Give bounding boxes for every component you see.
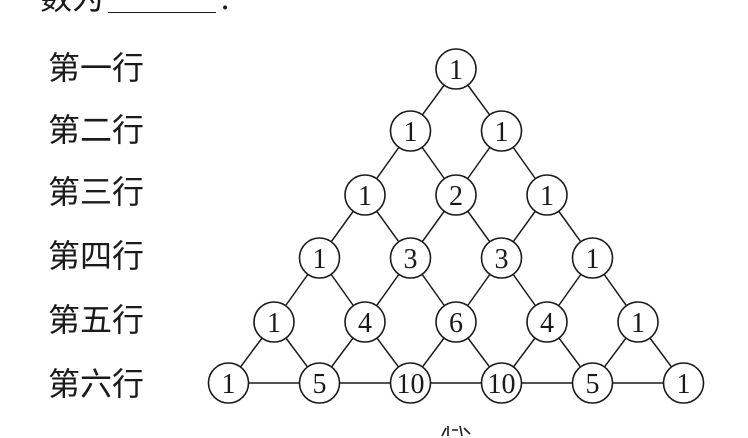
row-label-1: 第一行 xyxy=(48,49,145,87)
node-value: 10 xyxy=(488,369,516,400)
question-fragment: 数为. xyxy=(40,0,230,18)
node-circle xyxy=(526,174,568,216)
node-value: 3 xyxy=(404,244,418,275)
row-label-3: 第三行 xyxy=(48,173,145,211)
node-circle xyxy=(435,301,477,343)
node-r2-2: 1 xyxy=(480,110,523,152)
node-r5-4: 4 xyxy=(526,301,568,343)
node-r4-1: 1 xyxy=(298,237,341,279)
node-circle xyxy=(526,301,568,343)
node-r4-3: 3 xyxy=(480,237,523,279)
node-r5-2: 4 xyxy=(344,301,386,343)
node-value: 1 xyxy=(267,308,281,339)
node-r5-5: 1 xyxy=(617,301,659,343)
node-r3-2: 2 xyxy=(435,174,477,216)
node-r6-1: 1 xyxy=(207,362,250,404)
page-cutoff-mark xyxy=(436,422,476,438)
node-value: 1 xyxy=(358,181,372,212)
node-r3-3: 1 xyxy=(526,174,568,216)
row-label-6: 第六行 xyxy=(48,365,145,403)
node-r6-6: 1 xyxy=(662,362,705,404)
node-value: 3 xyxy=(495,244,509,275)
node-circle xyxy=(617,301,659,343)
node-value: 10 xyxy=(397,369,425,400)
node-r5-3: 6 xyxy=(435,301,477,343)
node-value: 4 xyxy=(358,308,372,339)
node-value: 1 xyxy=(631,308,645,339)
node-circle xyxy=(344,301,386,343)
node-circle xyxy=(389,110,432,152)
node-r4-4: 1 xyxy=(571,237,614,279)
row-label-4: 第四行 xyxy=(48,237,145,275)
answer-blank xyxy=(108,0,217,13)
node-r4-2: 3 xyxy=(389,237,432,279)
node-r2-1: 1 xyxy=(389,110,432,152)
node-r6-5: 5 xyxy=(571,362,614,404)
node-value: 6 xyxy=(449,308,463,339)
node-value: 1 xyxy=(404,117,418,148)
node-circle xyxy=(207,362,250,404)
node-circle xyxy=(480,362,523,404)
node-circle xyxy=(389,237,432,279)
node-circle xyxy=(435,48,477,90)
question-prefix: 数为 xyxy=(40,0,104,17)
node-value: 1 xyxy=(222,369,236,400)
node-circle xyxy=(571,362,614,404)
node-circle xyxy=(480,110,523,152)
node-value: 2 xyxy=(449,181,463,212)
question-suffix: . xyxy=(220,0,230,17)
node-value: 1 xyxy=(449,55,463,86)
node-circle xyxy=(298,362,341,404)
node-value: 1 xyxy=(677,369,691,400)
node-r1-1: 1 xyxy=(435,48,477,90)
node-circle xyxy=(571,237,614,279)
node-circle xyxy=(662,362,705,404)
node-circle xyxy=(344,174,386,216)
node-value: 1 xyxy=(313,244,327,275)
node-r6-4: 10 xyxy=(480,362,523,404)
row-label-2: 第二行 xyxy=(48,111,145,149)
node-r6-2: 5 xyxy=(298,362,341,404)
node-r5-1: 1 xyxy=(253,301,295,343)
node-r6-3: 10 xyxy=(389,362,432,404)
node-circle xyxy=(389,362,432,404)
node-value: 5 xyxy=(586,369,600,400)
node-value: 5 xyxy=(313,369,327,400)
row-label-5: 第五行 xyxy=(48,301,145,339)
node-circle xyxy=(435,174,477,216)
node-circle xyxy=(480,237,523,279)
node-value: 4 xyxy=(540,308,554,339)
node-value: 1 xyxy=(586,244,600,275)
node-value: 1 xyxy=(495,117,509,148)
node-value: 1 xyxy=(540,181,554,212)
node-r3-1: 1 xyxy=(344,174,386,216)
node-circle xyxy=(253,301,295,343)
node-circle xyxy=(298,237,341,279)
